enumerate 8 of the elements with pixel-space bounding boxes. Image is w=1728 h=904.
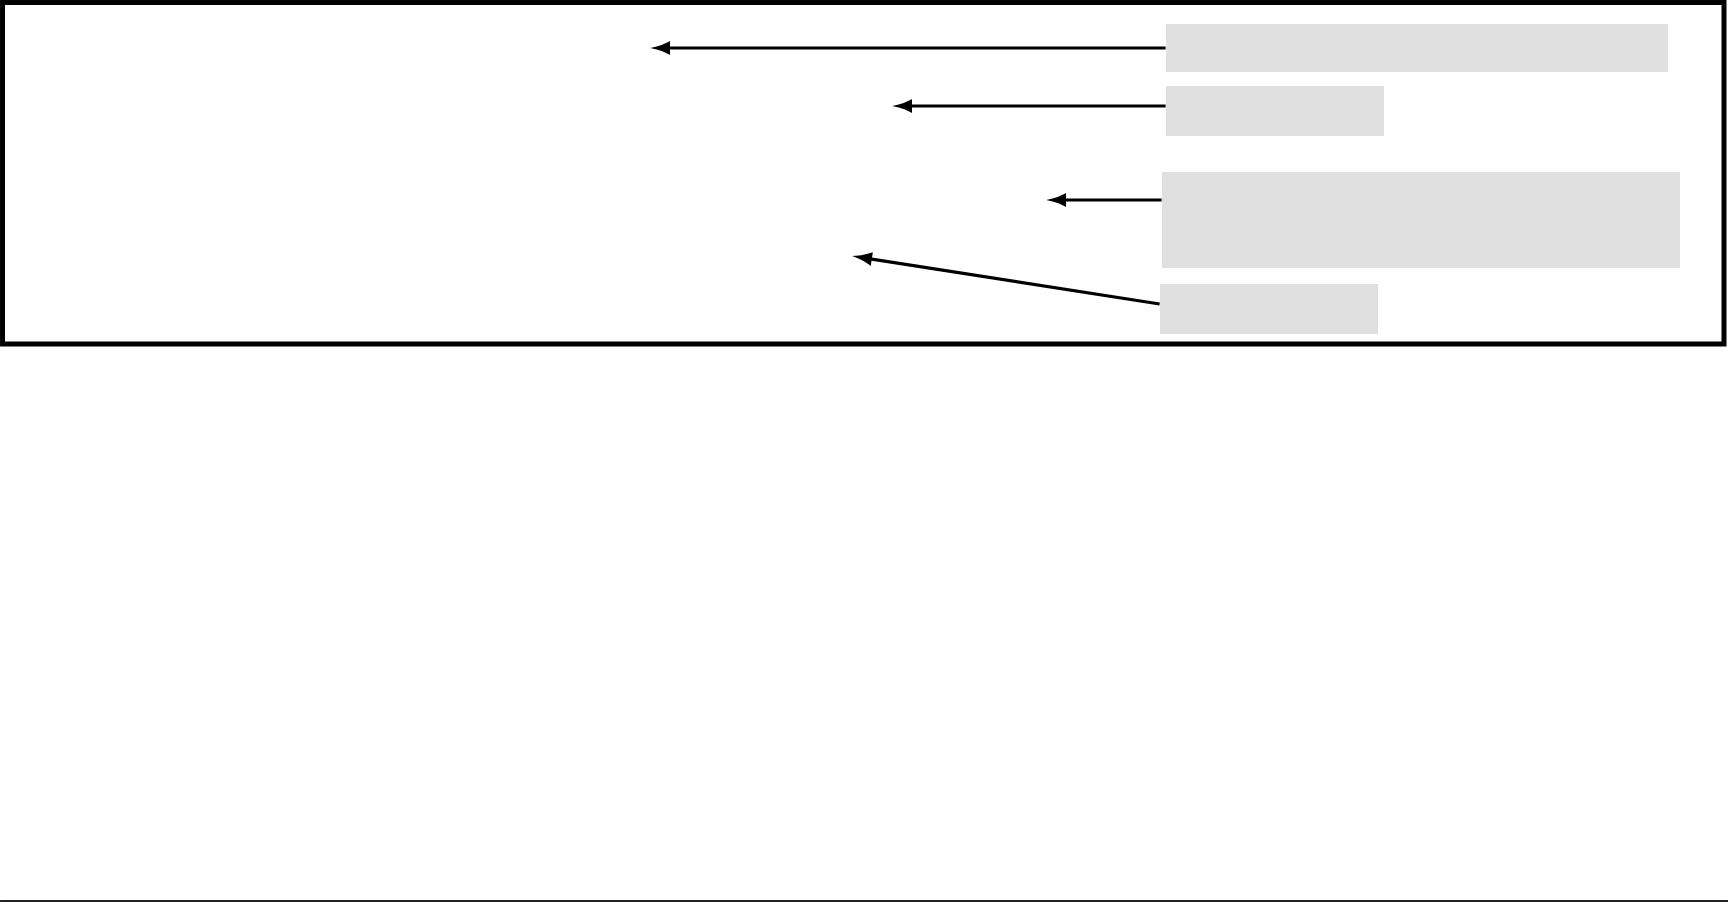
- arrow: [1051, 194, 1162, 206]
- label-box: [1166, 24, 1668, 72]
- arrow: [897, 100, 1166, 112]
- arrow: [655, 42, 1166, 54]
- label-box: [1160, 284, 1378, 334]
- label-box: [1162, 172, 1680, 268]
- label-box: [1166, 86, 1384, 136]
- arrow: [857, 252, 1160, 306]
